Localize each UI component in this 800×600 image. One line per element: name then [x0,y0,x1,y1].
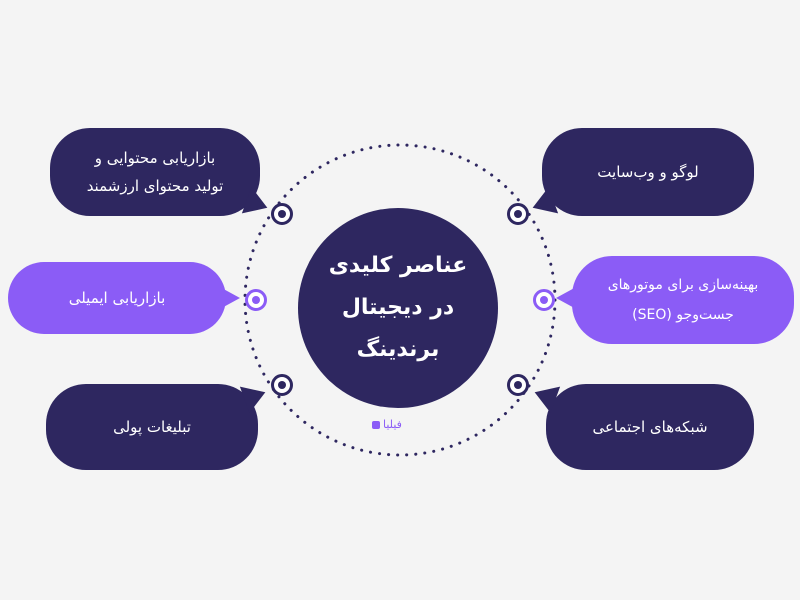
watermark-icon [372,420,380,429]
bubble-social-media: شبکه‌های اجتماعی [546,384,754,470]
node-seo [533,289,555,311]
bubble-email-marketing: بازاریابی ایمیلی [8,262,226,334]
center-title: عناصر کلیدی در دیجیتال برندینگ [328,253,468,362]
bubble-social-media-label: شبکه‌های اجتماعی [592,418,708,436]
node-social-media [507,374,529,396]
bubble-logo-website-label: لوگو و وب‌سایت [597,163,699,181]
bubble-email-marketing-tail [218,286,240,310]
watermark-logo: فیلیا [372,418,402,431]
bubble-seo-label: بهینه‌سازی برای موتورهای جست‌وجو (SEO) [607,277,759,323]
center-hub: عناصر کلیدی در دیجیتال برندینگ [298,208,498,408]
watermark-text: فیلیا [383,418,402,431]
bubble-seo: بهینه‌سازی برای موتورهای جست‌وجو (SEO) [572,256,794,344]
bubble-logo-website: لوگو و وب‌سایت [542,128,754,216]
bubble-paid-ads: تبلیغات پولی [46,384,258,470]
node-paid-ads [271,374,293,396]
bubble-content-marketing-label: بازاریابی محتوایی و تولید محتوای ارزشمند [86,149,224,195]
node-email-marketing [245,289,267,311]
bubble-content-marketing: بازاریابی محتوایی و تولید محتوای ارزشمند [50,128,260,216]
node-content-marketing [271,203,293,225]
bubble-email-marketing-label: بازاریابی ایمیلی [68,289,166,307]
bubble-paid-ads-label: تبلیغات پولی [113,418,191,436]
bubble-seo-tail [556,286,578,310]
node-logo-website [507,203,529,225]
